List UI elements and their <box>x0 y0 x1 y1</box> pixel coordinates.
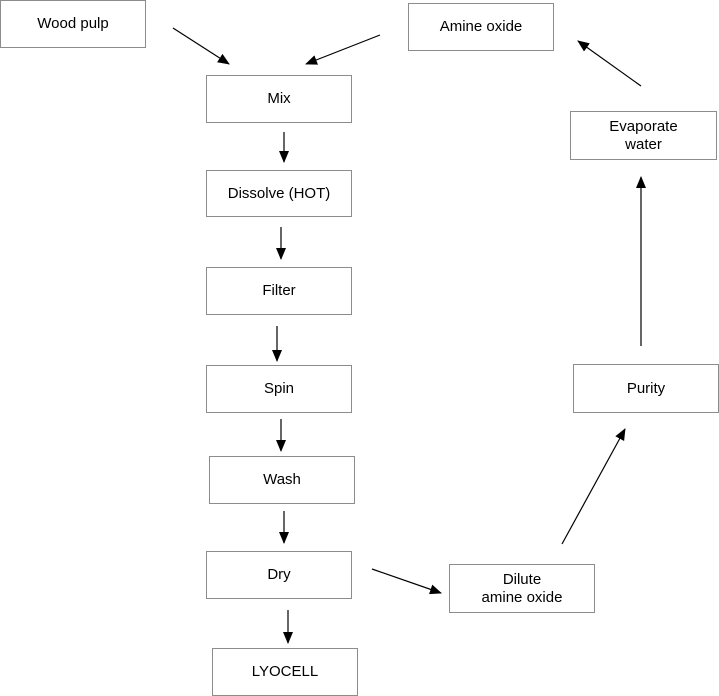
node-dissolve: Dissolve (HOT) <box>206 170 352 217</box>
node-wood-pulp: Wood pulp <box>0 0 146 48</box>
node-dissolve-label: Dissolve (HOT) <box>227 184 331 202</box>
arrow-dry-to-dilute <box>371 568 442 595</box>
node-wash-label: Wash <box>263 471 301 488</box>
node-spin: Spin <box>206 365 352 413</box>
node-evaporate-water: Evaporate water <box>570 111 717 160</box>
node-mix: Mix <box>206 75 352 123</box>
node-purity-label: Purity <box>626 379 666 397</box>
node-dilute-amine-oxide-label: Dilute amine oxide <box>481 570 563 606</box>
node-wood-pulp-label: Wood pulp <box>37 15 109 32</box>
arrow-amine-oxide-to-mix <box>305 34 381 65</box>
node-lyocell: LYOCELL <box>212 648 358 696</box>
node-wash: Wash <box>209 456 355 504</box>
node-amine-oxide: Amine oxide <box>408 3 554 51</box>
node-purity: Purity <box>573 364 719 413</box>
node-evaporate-water-label: Evaporate water <box>609 117 678 153</box>
node-filter-label: Filter <box>262 282 296 299</box>
node-filter: Filter <box>206 267 352 315</box>
arrow-evaporate-to-amine-oxide <box>577 40 642 87</box>
node-amine-oxide-label: Amine oxide <box>439 18 523 35</box>
node-dry: Dry <box>206 551 352 599</box>
node-lyocell-label: LYOCELL <box>251 663 319 680</box>
node-mix-label: Mix <box>267 90 291 107</box>
node-dry-label: Dry <box>267 566 291 583</box>
node-spin-label: Spin <box>263 380 295 397</box>
arrow-wood-pulp-to-mix <box>172 27 230 65</box>
arrow-dilute-to-purity <box>561 428 626 545</box>
node-dilute-amine-oxide: Dilute amine oxide <box>449 564 595 613</box>
